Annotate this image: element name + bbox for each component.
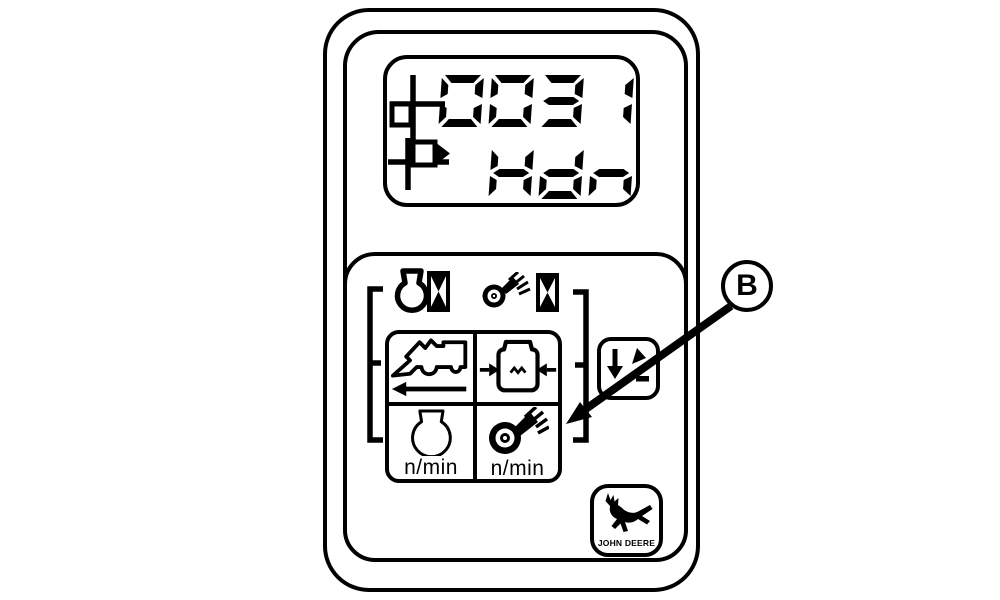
engine-indicator xyxy=(392,268,432,314)
callout-b-label: B xyxy=(721,260,773,312)
distance-counter-icon xyxy=(388,138,450,190)
button-combine-ground-travel[interactable] xyxy=(389,334,477,406)
enter-set-button[interactable] xyxy=(597,337,660,400)
combine-arrow-icon xyxy=(390,338,468,397)
shaft-icon xyxy=(488,406,549,454)
down-arrow-pencil-icon xyxy=(607,348,649,382)
leaping-deer-icon: JOHN DEERE xyxy=(598,493,655,548)
lcd-display xyxy=(383,55,640,207)
lcd-content xyxy=(388,75,634,199)
shaft-hour-counter xyxy=(536,273,559,312)
button-grain-tank[interactable] xyxy=(477,334,558,406)
button-shaft-speed[interactable]: n/min xyxy=(477,406,558,479)
shaft-speed-unit-label: n/min xyxy=(490,456,545,480)
lcd-seven-segment-readout xyxy=(438,75,634,199)
grain-tank-icon xyxy=(479,339,556,393)
logo-wordmark: JOHN DEERE xyxy=(598,538,655,548)
engine-icon xyxy=(394,268,430,313)
shaft-icon xyxy=(482,272,531,308)
button-engine-speed[interactable]: n/min xyxy=(389,406,477,479)
john-deere-logo: JOHN DEERE xyxy=(590,484,663,557)
engine-hour-counter xyxy=(427,271,450,312)
shaft-indicator xyxy=(481,272,533,310)
selector-button-grid: n/min n/min xyxy=(385,330,562,483)
hour-counter-box-icon xyxy=(427,271,450,312)
hour-counter-box-icon xyxy=(536,273,559,312)
engine-speed-unit-label: n/min xyxy=(404,455,458,479)
engine-icon xyxy=(411,409,452,456)
area-counter-icon xyxy=(389,75,445,143)
